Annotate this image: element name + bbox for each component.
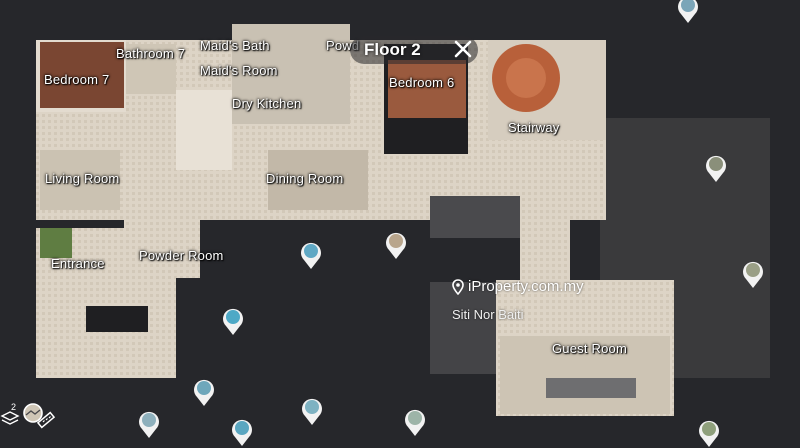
hotspot-pin-icon[interactable] — [704, 153, 728, 183]
hotspot-pin-icon[interactable] — [741, 259, 765, 289]
panorama-view-button[interactable] — [22, 402, 44, 424]
close-icon — [454, 40, 472, 58]
measure-ruler-icon — [36, 411, 56, 429]
watermark-brand-text: iProperty.com.my — [468, 278, 584, 295]
hotspot-pin-icon[interactable] — [299, 240, 323, 270]
room-label-dining-room[interactable]: Dining Room — [266, 171, 344, 186]
measure-button[interactable] — [36, 410, 56, 430]
location-pin-icon — [452, 278, 464, 295]
room-label-guest-room[interactable]: Guest Room — [552, 341, 627, 356]
main-floor — [36, 24, 674, 416]
room-label-bedroom-7[interactable]: Bedroom 7 — [44, 72, 110, 87]
hotspot-pin-icon[interactable] — [230, 417, 254, 447]
floor-title-pill: Floor 2 — [350, 36, 478, 64]
room-label-maids-bath[interactable]: Maid's Bath — [200, 38, 270, 53]
watermark: iProperty.com.my Siti Nor Baiti — [452, 278, 642, 322]
close-button[interactable] — [452, 38, 474, 60]
hotspot-pin-icon[interactable] — [384, 230, 408, 260]
watermark-brand: iProperty.com.my — [452, 278, 642, 295]
floors-stack-icon — [0, 411, 20, 425]
hotspot-pin-icon[interactable] — [192, 377, 216, 407]
hotspot-pin-icon[interactable] — [403, 407, 427, 437]
floor-label: Floor 2 — [364, 40, 421, 59]
hotspot-pin-icon[interactable] — [221, 306, 245, 336]
hotspot-pin-icon[interactable] — [676, 0, 700, 24]
hotspot-pin-icon[interactable] — [300, 396, 324, 426]
hotspot-pin-icon[interactable] — [137, 409, 161, 439]
room-label-maids-room[interactable]: Maid's Room — [200, 63, 278, 78]
room-label-dry-kitchen[interactable]: Dry Kitchen — [232, 96, 302, 111]
room-label-bathroom-7[interactable]: Bathroom 7 — [116, 46, 186, 61]
room-label-living-room[interactable]: Living Room — [45, 171, 120, 186]
watermark-agent: Siti Nor Baiti — [452, 307, 524, 322]
floors-count: 2 — [11, 402, 17, 412]
room-label-powder-room[interactable]: Powder Room — [139, 248, 224, 263]
room-label-bedroom-6[interactable]: Bedroom 6 — [389, 75, 455, 90]
hotspot-pin-icon[interactable] — [697, 418, 721, 448]
viewer-toolbar: 2 — [0, 400, 70, 448]
panorama-view-icon — [23, 403, 43, 423]
room-label-stairway[interactable]: Stairway — [508, 120, 560, 135]
floors-button[interactable]: 2 — [0, 402, 20, 428]
room-label-entrance[interactable]: Entrance — [51, 256, 105, 271]
